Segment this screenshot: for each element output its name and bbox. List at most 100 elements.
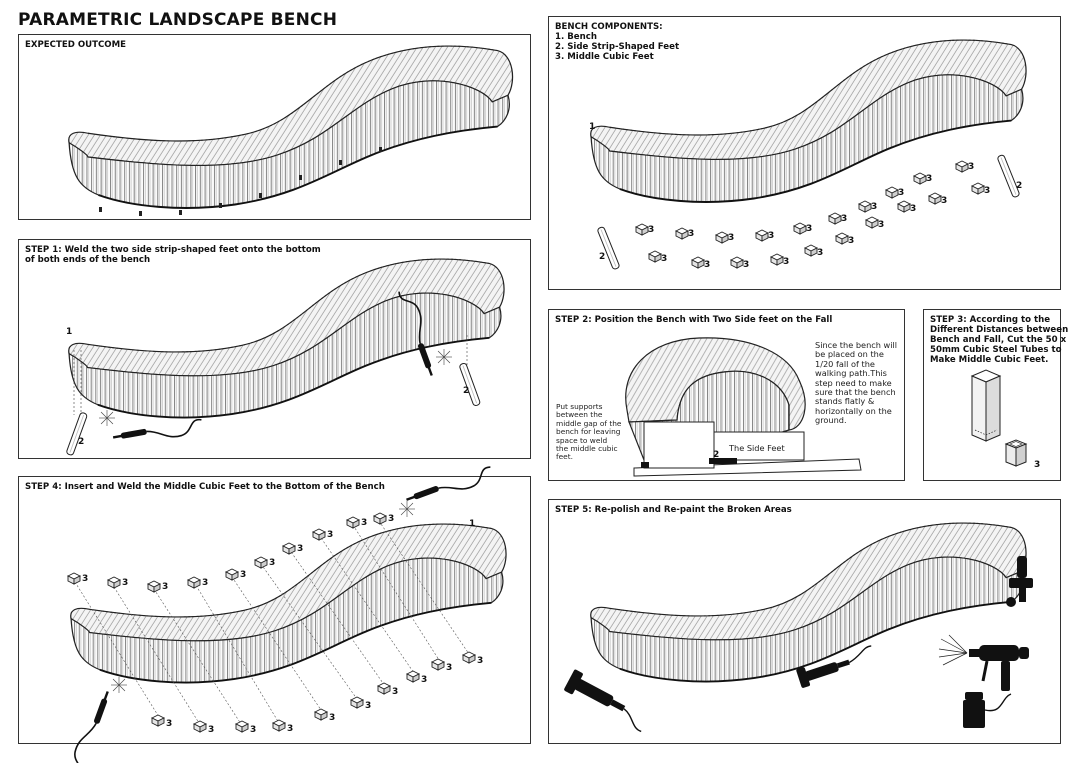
- label-cube: 3: [122, 578, 129, 588]
- paint-cup-icon: [963, 692, 1012, 728]
- label-cube: 3: [421, 675, 428, 685]
- label-cube: 3: [82, 574, 89, 584]
- label-cube: 3: [392, 687, 399, 697]
- label-cube: 3: [269, 558, 276, 568]
- note-line: feet.: [556, 452, 573, 462]
- component-item: 1. Bench: [555, 32, 597, 42]
- components-illustration: [589, 39, 1028, 271]
- panel-step-3: STEP 3: According to the Different Dista…: [923, 309, 1068, 481]
- note-line: 1/20 fall of the: [815, 358, 875, 369]
- label-cube: 3: [202, 578, 209, 588]
- panel-title: STEP 2: Position the Bench with Two Side…: [555, 315, 833, 325]
- label-cube: 3: [806, 224, 813, 234]
- label-cube: 3: [968, 162, 975, 172]
- panel-expected-outcome: EXPECTED OUTCOME: [18, 34, 531, 220]
- label-cube: 3: [388, 514, 395, 524]
- panel-title: BENCH COMPONENTS: 1. Bench 2. Side Strip…: [555, 22, 679, 62]
- steel-tube-illustration: [970, 369, 1028, 467]
- panel-step-2: STEP 2: Position the Bench with Two Side…: [548, 309, 905, 481]
- label-left-foot: 2: [599, 252, 606, 262]
- label-bench: 1: [469, 519, 476, 529]
- title-line: 50mm Cubic Steel Tubes to: [930, 345, 1062, 355]
- title-line: Different Distances between: [930, 325, 1069, 335]
- panel-title: STEP 4: Insert and Weld the Middle Cubic…: [25, 482, 385, 492]
- panel-step-4: STEP 4: Insert and Weld the Middle Cubic…: [18, 465, 531, 763]
- spray-gun-icon: [1006, 556, 1033, 607]
- panel-step-1: STEP 1: Weld the two side strip-shaped f…: [18, 239, 531, 459]
- label-cube: 3: [688, 229, 695, 239]
- note-line: space to weld: [556, 435, 608, 445]
- grinder-icon: [564, 669, 642, 733]
- note-left: Put supports between the middle gap of t…: [556, 402, 622, 462]
- label-cube: 3: [783, 257, 790, 267]
- panel-title: STEP 5: Re-polish and Re-paint the Broke…: [555, 505, 792, 515]
- label-bench: 1: [589, 122, 596, 132]
- label-cube: 3: [728, 233, 735, 243]
- label-cube: 3: [898, 188, 905, 198]
- bench-illustration: [67, 45, 514, 216]
- label-cube: 3: [941, 196, 948, 206]
- label-left-foot: 2: [78, 437, 85, 447]
- step4-illustration: [66, 465, 508, 763]
- label-cube: 3: [477, 656, 484, 666]
- note-line: step need to make: [815, 377, 892, 388]
- label-cube: 3: [743, 260, 750, 270]
- label-cube: 3: [871, 202, 878, 212]
- label-cube: 3: [878, 220, 885, 230]
- label-cube: 3: [327, 530, 334, 540]
- label-cube: 3: [329, 713, 336, 723]
- panel-bench-components: BENCH COMPONENTS: 1. Bench 2. Side Strip…: [548, 16, 1061, 290]
- note-line: stands flatly &: [815, 396, 875, 407]
- note-line: middle gap of the: [556, 418, 622, 428]
- title-line: of both ends of the bench: [25, 255, 151, 265]
- title-line: STEP 1: Weld the two side strip-shaped f…: [25, 245, 321, 255]
- label-cube: 3: [162, 582, 169, 592]
- note-line: ground.: [815, 415, 847, 426]
- note-line: bench for leaving: [556, 427, 621, 437]
- label-cube: 3: [1034, 460, 1041, 470]
- note-line: Since the bench will: [815, 340, 898, 350]
- panel-title: EXPECTED OUTCOME: [25, 40, 127, 50]
- component-item: 3. Middle Cubic Feet: [555, 52, 654, 62]
- label-cube: 3: [166, 719, 173, 729]
- label-cube: 3: [361, 518, 368, 528]
- label-cube: 3: [661, 254, 668, 264]
- component-item: 2. Side Strip-Shaped Feet: [555, 42, 680, 52]
- panel-title: STEP 3: According to the Different Dista…: [930, 315, 1068, 365]
- label-bench: 1: [66, 327, 73, 337]
- label-cube: 3: [817, 248, 824, 258]
- note-line: horizontally on the: [815, 405, 892, 416]
- label-cube: 3: [250, 725, 257, 735]
- note-line: the middle cubic: [556, 444, 618, 454]
- note-line: be placed on the: [815, 349, 884, 360]
- label-cube: 3: [984, 186, 991, 196]
- label-foot: 2: [713, 450, 720, 460]
- title-line: STEP 3: According to the: [930, 315, 1051, 325]
- label-cube: 3: [926, 174, 933, 184]
- label-cube: 3: [768, 231, 775, 241]
- label-cube: 3: [287, 724, 294, 734]
- step2-illustration: [625, 337, 862, 477]
- note-right: Since the bench will be placed on the 1/…: [815, 340, 898, 426]
- label-cube: 3: [297, 544, 304, 554]
- label-cube: 3: [365, 701, 372, 711]
- step5-illustration: [564, 521, 1033, 733]
- page-title: PARAMETRIC LANDSCAPE BENCH: [18, 10, 338, 30]
- label-cube: 3: [240, 570, 247, 580]
- label-cube: 3: [841, 214, 848, 224]
- label-right-foot: 2: [1016, 181, 1023, 191]
- label-cube: 3: [208, 725, 215, 735]
- components-heading: BENCH COMPONENTS:: [555, 22, 663, 32]
- step1-illustration: [65, 257, 506, 457]
- note-line: sure that the bench: [815, 387, 896, 398]
- label-cube: 3: [446, 663, 453, 673]
- spray-gun-icon: [938, 634, 1029, 691]
- note-line: walking path.This: [815, 368, 887, 379]
- grinder-icon: [796, 645, 872, 688]
- title-line: Bench and Fall, Cut the 50 x: [930, 335, 1067, 345]
- label-cube: 3: [910, 204, 917, 214]
- note-line: between the: [556, 410, 603, 420]
- label-cube: 3: [848, 236, 855, 246]
- panel-title: STEP 1: Weld the two side strip-shaped f…: [25, 245, 321, 265]
- panel-step-5: STEP 5: Re-polish and Re-paint the Broke…: [548, 499, 1061, 744]
